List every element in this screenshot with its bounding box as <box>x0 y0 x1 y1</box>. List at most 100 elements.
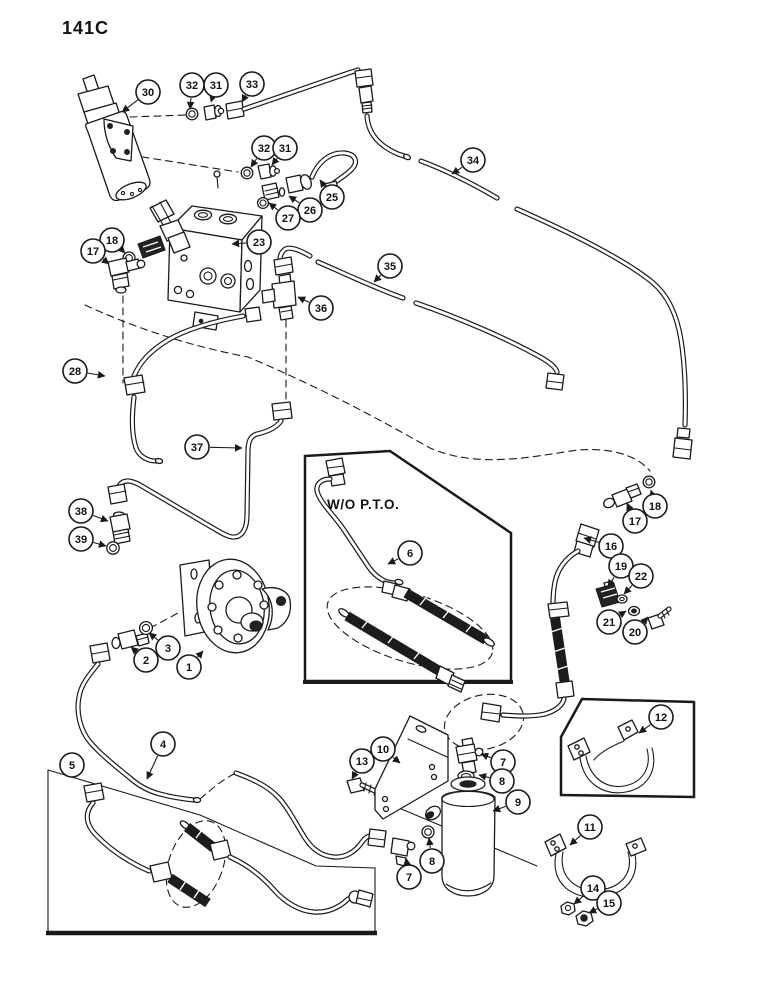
svg-text:31: 31 <box>210 80 222 92</box>
fitting-row-top <box>185 100 245 121</box>
svg-text:32: 32 <box>258 143 270 155</box>
callout-13: 13 <box>349 748 375 780</box>
svg-text:18: 18 <box>649 501 661 513</box>
callout-2: 2 <box>130 646 159 673</box>
svg-text:18: 18 <box>106 235 118 247</box>
fitting-38 <box>109 511 131 545</box>
callout-23: 23 <box>231 229 272 255</box>
hose-34 <box>418 158 693 460</box>
pto-hose-upper <box>381 580 495 647</box>
svg-text:25: 25 <box>326 192 338 204</box>
svg-text:8: 8 <box>499 776 505 788</box>
svg-text:17: 17 <box>629 516 641 528</box>
svg-text:26: 26 <box>304 205 316 217</box>
callout-7: 7 <box>396 857 422 890</box>
callout-12: 12 <box>638 704 674 734</box>
hose-16 <box>480 523 600 723</box>
svg-text:14: 14 <box>587 883 600 895</box>
svg-text:16: 16 <box>605 541 617 553</box>
svg-text:17: 17 <box>87 246 99 258</box>
callout-27: 27 <box>268 202 301 231</box>
wo-pto-label: W/O P.T.O. <box>327 497 400 512</box>
callout-35: 35 <box>373 253 403 283</box>
o-ring-39 <box>106 541 120 555</box>
svg-text:7: 7 <box>406 872 412 884</box>
inset-box-5 <box>46 769 377 936</box>
svg-text:13: 13 <box>356 756 368 768</box>
svg-text:22: 22 <box>635 571 647 583</box>
bolt-20 <box>647 606 672 630</box>
callout-11: 11 <box>569 814 603 846</box>
callout-32: 32 <box>250 135 277 168</box>
fitting-2 <box>111 629 150 650</box>
svg-text:4: 4 <box>160 739 167 751</box>
callout-14: 14 <box>573 875 606 905</box>
callout-20: 20 <box>622 616 649 645</box>
svg-text:2: 2 <box>143 655 149 667</box>
tube-28 <box>123 306 262 465</box>
callout-26: 26 <box>288 195 323 223</box>
svg-text:10: 10 <box>377 744 389 756</box>
callout-8: 8 <box>478 768 515 794</box>
pto-hose-lower <box>338 608 466 693</box>
figure-number: 141C <box>62 18 110 38</box>
callout-6: 6 <box>387 540 423 566</box>
tube-35 <box>315 259 565 391</box>
tee-fitting-36 <box>261 245 313 321</box>
svg-text:32: 32 <box>186 80 198 92</box>
svg-text:11: 11 <box>584 822 596 834</box>
nut-14 <box>560 901 576 916</box>
svg-text:21: 21 <box>603 617 615 629</box>
callout-25: 25 <box>319 179 345 210</box>
callout-31: 31 <box>271 135 298 166</box>
callout-5: 5 <box>59 752 85 778</box>
callout-22: 22 <box>623 563 654 595</box>
callout-17: 17 <box>622 502 648 534</box>
nut-21 <box>627 605 641 617</box>
callout-37: 37 <box>184 434 243 460</box>
svg-text:8: 8 <box>429 856 435 868</box>
tube-4 <box>75 642 202 804</box>
callout-18: 18 <box>642 489 668 519</box>
o-ring-3 <box>138 620 154 636</box>
svg-text:15: 15 <box>603 898 615 910</box>
svg-text:35: 35 <box>384 261 396 273</box>
callout-30: 30 <box>121 79 161 113</box>
tube-37 <box>107 401 293 540</box>
svg-text:39: 39 <box>75 534 87 546</box>
callout-18: 18 <box>99 227 126 254</box>
o-ring-8-lower <box>421 825 435 839</box>
callout-38: 38 <box>68 498 109 524</box>
svg-text:33: 33 <box>246 79 258 91</box>
fitting-row-mid <box>240 150 359 210</box>
svg-text:27: 27 <box>282 213 294 225</box>
callout-21: 21 <box>596 609 627 635</box>
tube-to-canister <box>233 770 387 860</box>
callout-16: 16 <box>583 533 624 559</box>
box5-hose-b <box>179 820 374 915</box>
callout-33: 33 <box>239 71 265 103</box>
svg-text:23: 23 <box>253 237 265 249</box>
callout-32: 32 <box>179 72 205 110</box>
svg-text:12: 12 <box>655 712 667 724</box>
svg-text:7: 7 <box>500 757 506 769</box>
callout-17: 17 <box>80 238 110 265</box>
svg-text:30: 30 <box>142 87 154 99</box>
reservoir-canister-9 <box>424 776 496 897</box>
box5-hose-a <box>83 782 211 908</box>
svg-text:5: 5 <box>69 760 75 772</box>
svg-text:20: 20 <box>629 627 641 639</box>
svg-text:28: 28 <box>69 366 81 378</box>
svg-text:34: 34 <box>467 155 480 167</box>
clamp-12 <box>567 719 655 794</box>
callout-1: 1 <box>176 650 204 680</box>
callout-3: 3 <box>148 632 181 661</box>
elbow-fitting-7-lower <box>390 837 416 867</box>
callout-8: 8 <box>419 837 445 874</box>
tube-33 <box>241 67 412 161</box>
bolt-13 <box>346 777 380 796</box>
callout-19: 19 <box>607 553 634 588</box>
callout-39: 39 <box>68 526 107 552</box>
